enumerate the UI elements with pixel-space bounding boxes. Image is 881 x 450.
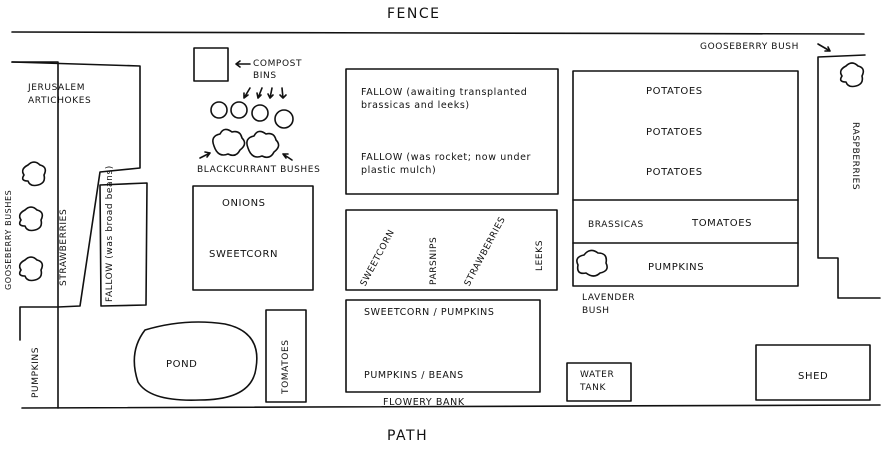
blackcurrant-bush <box>251 104 269 122</box>
potatoes-label: POTATOES <box>646 167 703 178</box>
fence-label: FENCE <box>387 6 441 22</box>
bins-arrow <box>243 87 251 99</box>
bins-arrow <box>267 87 274 99</box>
shed-box <box>755 344 871 401</box>
bins-arrow <box>256 87 263 99</box>
gooseberry-bush <box>18 206 44 232</box>
pond-outline <box>133 321 258 401</box>
fallow-rocket-label: FALLOW (was rocket; now under plastic mu… <box>361 152 532 176</box>
blackcurrant-bush <box>246 130 280 159</box>
gooseberry-bush <box>18 256 44 282</box>
flowery-bank-label: FLOWERY BANK <box>383 397 465 408</box>
tomatoes-left-bed <box>265 309 307 403</box>
raspberries-label: RASPBERRIES <box>850 122 860 191</box>
gooseberry-bush <box>839 62 865 88</box>
sweetcorn-pumpkins-label: SWEETCORN / PUMPKINS <box>364 307 495 318</box>
fallow-bed <box>345 68 559 195</box>
pond-label: POND <box>166 359 198 370</box>
potatoes-label: POTATOES <box>646 127 703 138</box>
strawberries-left-label: STRAWBERRIES <box>59 208 69 286</box>
potatoes-label: POTATOES <box>646 86 703 97</box>
water-tank-box <box>566 362 632 402</box>
blackcurrant-bush <box>210 101 228 119</box>
blackcurrant-bush <box>274 109 294 129</box>
brassicas-label: BRASSICAS <box>588 220 644 230</box>
blackcurrant-arrow <box>199 151 211 159</box>
lavender-bush-label: LAVENDER BUSH <box>582 293 636 316</box>
bins-arrow <box>279 87 287 99</box>
compost-arrow <box>235 60 251 68</box>
path-label: PATH <box>387 428 429 444</box>
tomatoes-right-label: TOMATOES <box>692 218 753 229</box>
compost-bin-box <box>193 47 229 82</box>
gooseberry-bush-top-label: GOOSEBERRY BUSH <box>700 42 799 52</box>
sweetcorn-label: SWEETCORN <box>209 249 279 260</box>
fence-line <box>11 31 865 35</box>
blackcurrant-bush <box>230 101 248 119</box>
onions-sweetcorn-bed <box>192 185 314 291</box>
potatoes-bed <box>572 70 799 201</box>
water-tank-label: WATER TANK <box>580 370 615 393</box>
compost-bins-label: COMPOST BINS <box>253 59 303 81</box>
gooseberry-arrow <box>817 43 831 52</box>
path-line <box>21 404 881 409</box>
gooseberry-bushes-label: GOOSEBERRY BUSHES <box>4 189 13 290</box>
sweetcorn-pumpkins-bed <box>345 299 541 393</box>
parsnips-label: PARSNIPS <box>429 236 439 285</box>
fallow-broadbeans-label: FALLOW (was broad beans) <box>105 165 115 302</box>
pumpkins-right-label: PUMPKINS <box>648 262 705 273</box>
blackcurrant-bushes-label: BLACKCURRANT BUSHES <box>197 165 321 175</box>
onions-label: ONIONS <box>222 198 266 209</box>
pumpkins-beans-label: PUMPKINS / BEANS <box>364 370 464 381</box>
leeks-label: LEEKS <box>535 239 545 271</box>
mixed-strip-bed <box>345 209 558 291</box>
gooseberry-bush <box>21 161 47 187</box>
pumpkins-left-label: PUMPKINS <box>31 346 41 398</box>
artichoke-bed-outline <box>11 61 141 308</box>
fallow-broadbeans-bed <box>99 182 148 307</box>
lavender-bush <box>576 249 608 277</box>
jerusalem-artichokes-label: JERUSALEM ARTICHOKES <box>28 83 92 106</box>
fallow-brassicas-label: FALLOW (awaiting transplanted brassicas … <box>361 87 528 111</box>
tomatoes-left-label: TOMATOES <box>281 339 291 394</box>
blackcurrant-arrow <box>282 153 293 161</box>
shed-label: SHED <box>798 371 829 382</box>
raspberries-bed <box>817 54 881 299</box>
blackcurrant-bush <box>212 128 246 157</box>
